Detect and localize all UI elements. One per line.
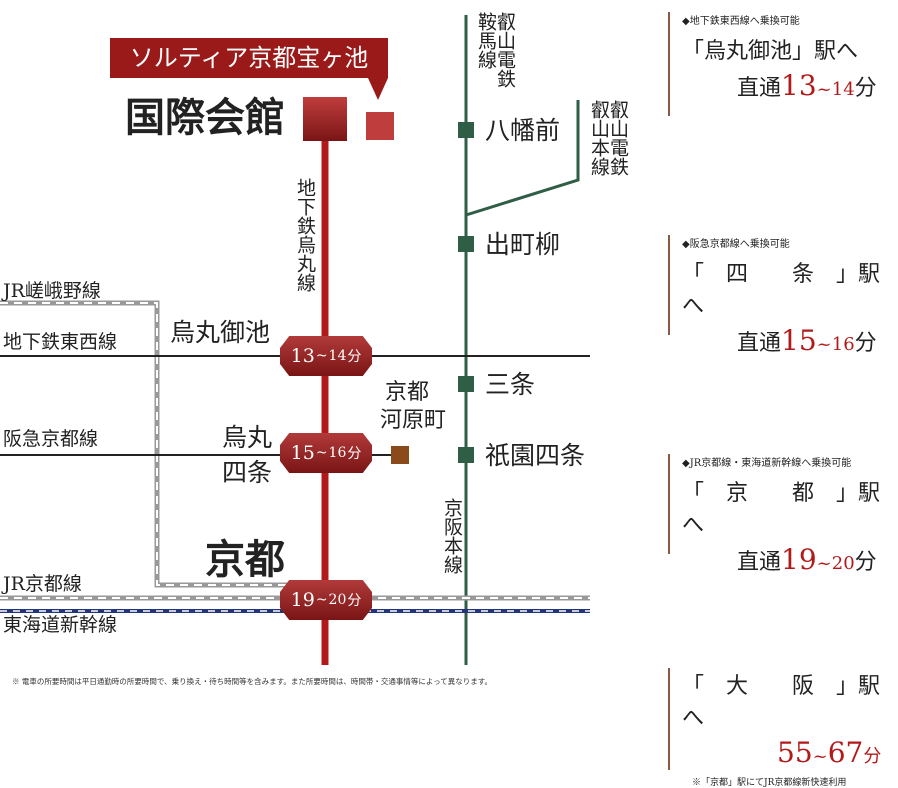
panel-time-to: 16 — [831, 334, 855, 355]
eizan-main-branch — [465, 100, 580, 217]
panel-note: ◆地下鉄東西線へ乗換可能 — [682, 16, 800, 27]
panel-station: 「烏丸御池」駅へ — [682, 39, 859, 64]
property-location-marker — [366, 112, 394, 140]
panel-footnote: ※「京都」駅にてJR京都線新快速利用 — [692, 778, 847, 788]
sagano-line-label: JR嵯峨野線 — [3, 280, 101, 302]
panel-karasuma-oike: ◆地下鉄東西線へ乗換可能 「烏丸御池」駅へ 直通13~14分 — [668, 12, 877, 116]
panel-unit: 分 — [854, 76, 877, 101]
property-name: ソルティア京都宝ヶ池 — [129, 44, 369, 72]
footnote: ※ 電車の所要時間は平日通勤時の所要時間で、乗り換え・待ち時間等を含みます。また… — [12, 677, 492, 686]
panel-kyoto: ◆JR京都線・東海道新幹線へ乗換可能 「 京 都 」駅へ 直通19~20分 — [668, 454, 898, 576]
panel-time-to: 67 — [827, 736, 864, 769]
panel-station: 「 大 阪 」駅へ — [682, 674, 881, 731]
property-banner: ソルティア京都宝ヶ池 — [110, 38, 388, 78]
station-gion-shijo: 祇園四条 — [485, 441, 586, 470]
panel-prefix: 直通 — [737, 76, 782, 101]
panel-unit: 分 — [863, 746, 882, 767]
kawaramachi-marker — [391, 446, 409, 464]
station-karasuma-oike: 烏丸御池 — [170, 318, 271, 347]
panel-shijo: ◆阪急京都線へ乗換可能 「 四 条 」駅へ 直通15~16分 — [668, 235, 898, 357]
sanjo-marker — [458, 376, 474, 392]
station-kyoto: 京都 — [205, 536, 285, 583]
station-kawaramachi-1: 京都 — [385, 380, 430, 405]
terminal-station-square — [303, 97, 347, 141]
station-shijo-1: 烏丸 — [222, 423, 273, 452]
station-sanjo: 三条 — [485, 370, 536, 399]
panel-station: 「 京 都 」駅へ — [682, 481, 881, 538]
panel-time-from: 19 — [781, 543, 817, 576]
shinkansen-line-label: 東海道新幹線 — [3, 614, 118, 636]
gion-shijo-marker — [458, 447, 474, 463]
hankyu-line-label: 阪急京都線 — [3, 428, 99, 450]
panel-time-from: 15 — [781, 324, 817, 357]
panel-osaka: 「 大 阪 」駅へ 55~67分 ※「京都」駅にてJR京都線新快速利用 — [668, 668, 898, 788]
jr-kyoto-line-label: JR京都線 — [3, 573, 82, 595]
station-yawatamae: 八幡前 — [485, 116, 561, 145]
panel-note: ◆阪急京都線へ乗換可能 — [682, 239, 790, 250]
panel-time-from: 13 — [781, 69, 817, 102]
landmark-label: 国際会館 — [125, 94, 285, 141]
demachiyanagi-marker — [458, 236, 474, 252]
panel-prefix: 直通 — [737, 550, 782, 575]
panel-note: ◆JR京都線・東海道新幹線へ乗換可能 — [682, 458, 852, 469]
panel-prefix: 直通 — [737, 331, 782, 356]
station-kawaramachi-2: 河原町 — [380, 408, 447, 433]
panel-time-to: 20 — [831, 553, 855, 574]
tozai-line-label: 地下鉄東西線 — [3, 331, 118, 353]
panel-station: 「 四 条 」駅へ — [682, 262, 881, 319]
station-shijo-2: 四条 — [222, 458, 273, 487]
keihan-line-label: 京阪本線 — [441, 498, 463, 574]
eizan-main-label: 叡山電鉄叡山本線 — [588, 100, 629, 176]
panel-time-to: 14 — [831, 79, 855, 100]
panel-unit: 分 — [854, 331, 877, 356]
eizan-kurama-label: 叡山電鉄鞍馬線 — [475, 12, 516, 88]
station-demachiyanagi: 出町柳 — [485, 230, 561, 259]
yawatamae-marker — [458, 122, 474, 138]
panel-time-from: 55 — [777, 736, 813, 769]
panel-unit: 分 — [854, 550, 877, 575]
karasuma-line-label: 地下鉄烏丸線 — [294, 178, 316, 292]
